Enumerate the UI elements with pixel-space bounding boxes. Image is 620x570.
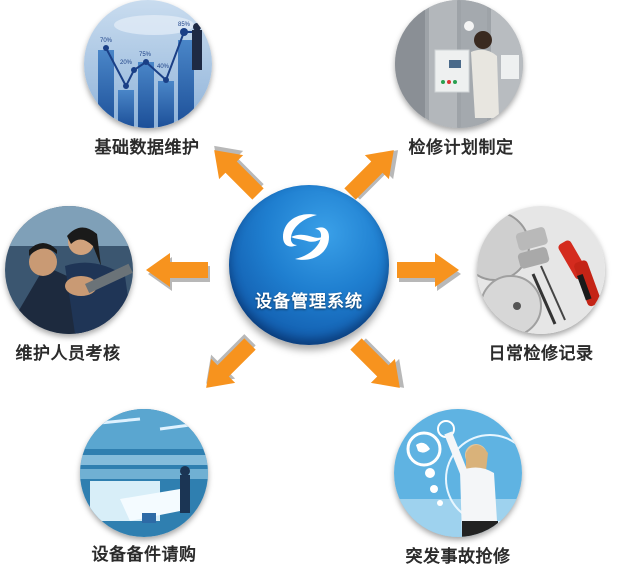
hub-title: 设备管理系统 bbox=[255, 292, 363, 312]
node-maintenance-plan[interactable] bbox=[395, 0, 523, 128]
label-daily-records[interactable]: 日常检修记录 bbox=[488, 344, 594, 364]
node-parts-purchase[interactable] bbox=[80, 409, 208, 537]
svg-text:85%: 85% bbox=[178, 22, 191, 28]
arrow-right-icon bbox=[397, 253, 461, 291]
node-daily-records[interactable] bbox=[477, 206, 605, 334]
label-maintenance-plan[interactable]: 检修计划制定 bbox=[408, 138, 514, 158]
label-staff-assessment[interactable]: 维护人员考核 bbox=[15, 344, 121, 364]
svg-text:70%: 70% bbox=[100, 38, 113, 44]
svg-text:40%: 40% bbox=[157, 64, 170, 70]
factory-photo-icon bbox=[80, 409, 208, 537]
node-basic-data[interactable]: 70% 20% 75% 40% 85% bbox=[84, 0, 212, 128]
tools-photo-icon bbox=[477, 206, 605, 334]
bar-chart-photo-icon: 70% 20% 75% 40% 85% bbox=[84, 0, 212, 128]
node-emergency-repair[interactable] bbox=[394, 409, 522, 537]
svg-text:20%: 20% bbox=[120, 60, 133, 66]
arrow-left-icon bbox=[146, 253, 210, 291]
touch-interface-photo-icon bbox=[394, 409, 522, 537]
technician-photo-icon bbox=[395, 0, 523, 128]
node-staff-assessment[interactable] bbox=[5, 206, 133, 334]
arrow-down-right-icon bbox=[343, 331, 417, 400]
label-emergency-repair[interactable]: 突发事故抢修 bbox=[405, 547, 511, 567]
label-parts-purchase[interactable]: 设备备件请购 bbox=[91, 545, 197, 565]
team-photo-icon bbox=[5, 206, 133, 334]
label-basic-data[interactable]: 基础数据维护 bbox=[94, 138, 200, 158]
arrow-down-left-icon bbox=[194, 327, 263, 400]
swirl-logo-icon bbox=[283, 214, 329, 260]
hub-equipment-management-system[interactable]: 设备管理系统 bbox=[229, 185, 389, 345]
svg-text:75%: 75% bbox=[139, 52, 152, 58]
